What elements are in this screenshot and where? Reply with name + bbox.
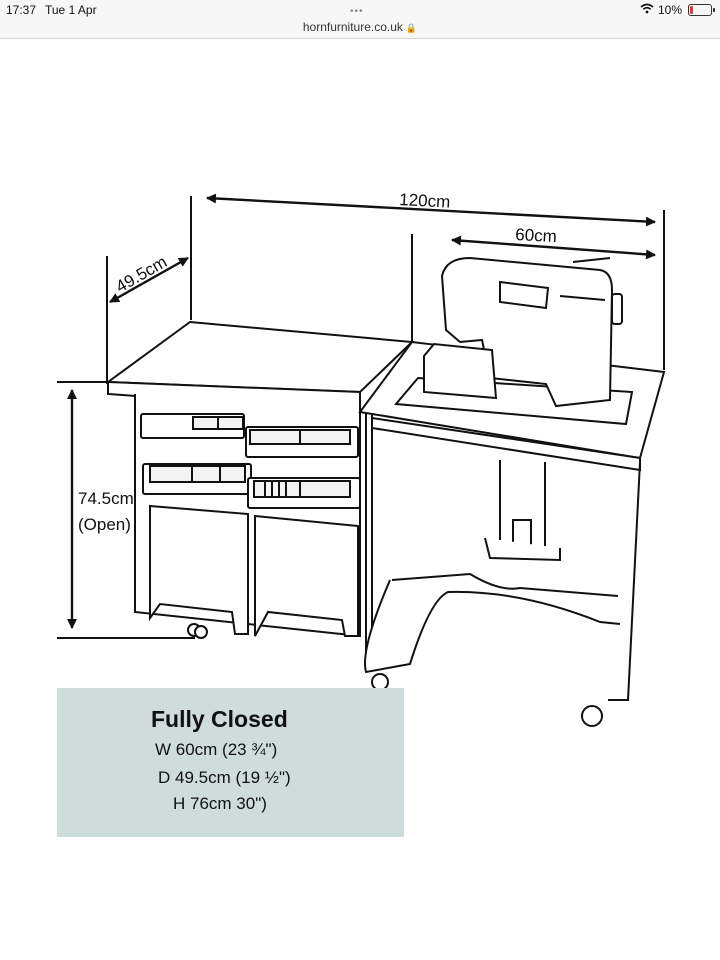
dimension-120cm: 120cm [190,190,665,370]
dimension-74-5cm: 74.5cm (Open) [57,381,195,639]
status-bar: 17:37 Tue 1 Apr 10% [0,0,720,22]
label-74-5cm: 74.5cm [78,489,134,508]
info-title: Fully Closed [151,706,288,732]
browser-url-bar[interactable]: ••• hornfurniture.co.uk🔒 [0,0,720,39]
info-width: W 60cm (23 ¾") [155,740,278,759]
sewing-section [358,340,666,727]
url-label: hornfurniture.co.uk [302,20,403,34]
left-cabinet [105,320,415,652]
wifi-icon [640,3,654,17]
info-height: H 76cm 30") [173,794,267,813]
lock-icon: 🔒 [405,23,418,33]
battery-icon [688,4,715,16]
label-120cm: 120cm [399,190,451,212]
status-date: Tue 1 Apr [45,3,97,17]
url-text[interactable]: hornfurniture.co.uk🔒 [0,20,720,34]
label-60cm: 60cm [515,225,558,246]
status-right: 10% [640,3,715,17]
info-depth: D 49.5cm (19 ½") [158,768,291,787]
dimension-60cm: 60cm [411,225,656,345]
label-49-5cm: 49.5cm [113,252,171,296]
label-open: (Open) [78,515,131,534]
fully-closed-info-box: Fully Closed W 60cm (23 ¾") D 49.5cm (19… [57,688,404,837]
sewing-machine [423,256,623,408]
status-time: 17:37 [6,3,37,17]
more-dots-icon[interactable]: ••• [350,6,364,17]
battery-percent: 10% [657,3,682,17]
